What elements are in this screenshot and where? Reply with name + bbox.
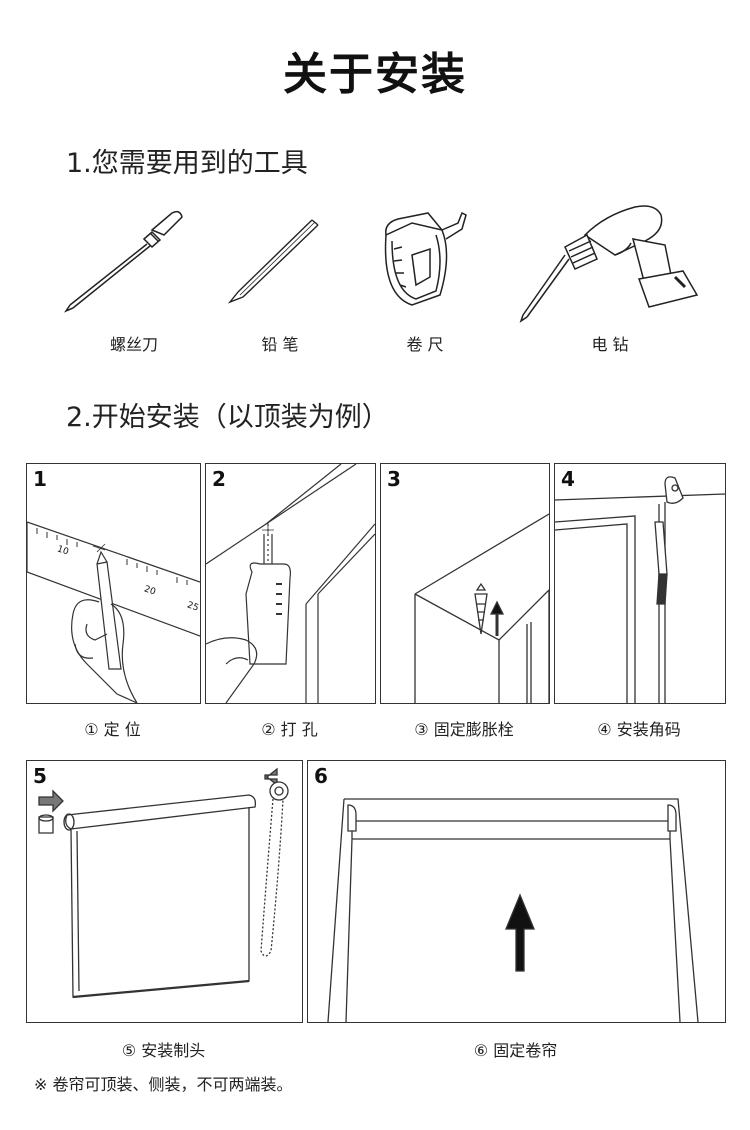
fix-blind-illustration [308, 761, 725, 1022]
step-4-number: 4 [561, 467, 575, 491]
step-4-caption: ④ 安装角码 [554, 716, 724, 740]
end-cap-illustration [27, 761, 302, 1022]
section-heading-tools: 1.您需要用到的工具 [66, 141, 308, 180]
electric-drill-icon [515, 195, 705, 329]
step-5-number: 5 [33, 764, 47, 788]
step-3-caption: ③ 固定膨胀栓 [380, 716, 548, 740]
step-6-number: 6 [314, 764, 328, 788]
install-note: ※ 卷帘可顶装、侧装，不可两端装。 [34, 1071, 293, 1095]
step-1-caption: ① 定 位 [26, 716, 199, 740]
section-heading-install: 2.开始安装（以顶装为例） [66, 395, 389, 434]
step-3-panel: 3 [380, 463, 550, 704]
step-4-panel: 4 [554, 463, 726, 704]
step-3-number: 3 [387, 467, 401, 491]
bracket-install-illustration [555, 464, 725, 703]
anchor-bolt-illustration [381, 464, 549, 703]
step-2-panel: 2 [205, 463, 376, 704]
tool-label-drill: 电 钻 [550, 331, 670, 355]
tool-label-pencil: 铅 笔 [220, 331, 340, 355]
step-2-number: 2 [212, 467, 226, 491]
tool-label-tape: 卷 尺 [365, 331, 485, 355]
positioning-illustration [27, 464, 200, 703]
drilling-illustration [206, 464, 375, 703]
screwdriver-icon [60, 205, 190, 319]
tape-measure-icon [372, 205, 472, 319]
step-6-caption: ⑥ 固定卷帘 [307, 1037, 724, 1061]
step-1-number: 1 [33, 467, 47, 491]
pencil-icon [220, 210, 330, 314]
tool-label-screwdriver: 螺丝刀 [74, 331, 194, 355]
step-2-caption: ② 打 孔 [205, 716, 374, 740]
step-5-caption: ⑤ 安装制头 [26, 1037, 301, 1061]
step-1-panel: 1 10 20 25 [26, 463, 201, 704]
step-5-panel: 5 [26, 760, 303, 1023]
page-title: 关于安装 [0, 38, 750, 102]
step-6-panel: 6 [307, 760, 726, 1023]
